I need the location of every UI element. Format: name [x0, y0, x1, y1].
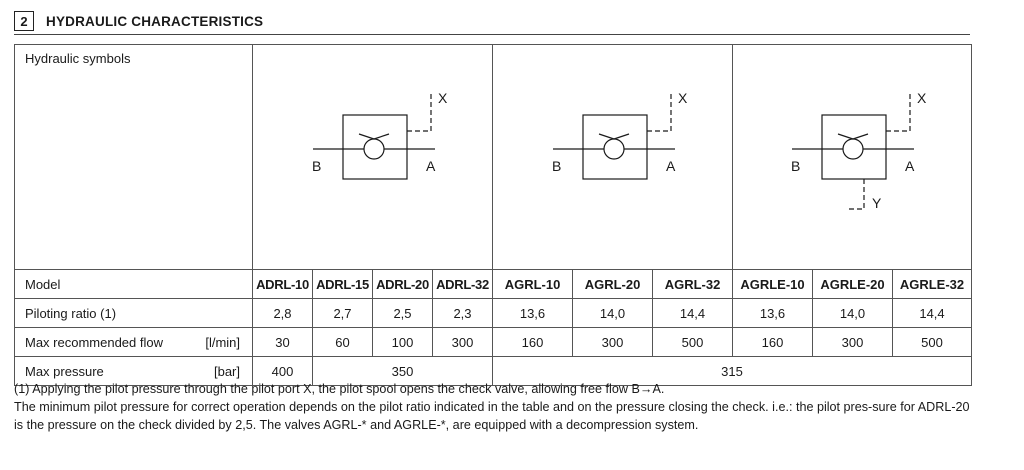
symbols-row: Hydraulic symbols X B A [14, 44, 972, 270]
model-label: Model [14, 269, 253, 299]
agrl-symbol-cell: X B A [492, 44, 733, 270]
port-b-label: B [791, 158, 800, 174]
adrl-hydraulic-symbol: X B A [312, 90, 448, 180]
port-x-label: X [678, 90, 688, 106]
model-cell: AGRLE-20 [812, 269, 893, 299]
port-b-label: B [312, 158, 321, 174]
max-flow-cell: 160 [732, 327, 813, 357]
max-pressure-unit: [bar] [213, 363, 240, 379]
model-cell: AGRL-32 [652, 269, 733, 299]
max-flow-label: Max recommended flow [25, 334, 163, 350]
adrl-symbol-cell: X B A [252, 44, 493, 270]
section-header: 2 HYDRAULIC CHARACTERISTICS [14, 10, 263, 32]
agrle-hydraulic-symbol: X Y B A [791, 90, 927, 211]
section-number: 2 [14, 11, 34, 31]
model-cell: AGRLE-10 [732, 269, 813, 299]
piloting-ratio-cell: 13,6 [732, 298, 813, 328]
max-flow-cell: 30 [252, 327, 313, 357]
header-rule [14, 34, 970, 35]
agrl-hydraulic-symbol: X B A [552, 90, 688, 180]
port-a-label: A [426, 158, 436, 174]
max-flow-cell: 60 [312, 327, 373, 357]
section-title: HYDRAULIC CHARACTERISTICS [46, 13, 264, 29]
max-flow-cell: 300 [572, 327, 653, 357]
max-pressure-cell: 315 [492, 356, 972, 386]
model-cell: ADRL-20 [372, 269, 433, 299]
port-a-label: A [666, 158, 676, 174]
port-a-label: A [905, 158, 915, 174]
max-flow-label-cell: Max recommended flow [l/min] [14, 327, 253, 357]
piloting-ratio-cell: 2,8 [252, 298, 313, 328]
max-pressure-cell: 350 [312, 356, 493, 386]
max-flow-cell: 300 [432, 327, 493, 357]
footnotes: (1) Applying the pilot pressure through … [14, 380, 974, 434]
model-cell: AGRL-10 [492, 269, 573, 299]
port-b-label: B [552, 158, 561, 174]
max-pressure-row: Max pressure [bar] 400 350 315 [14, 356, 972, 386]
model-cell: ADRL-15 [312, 269, 373, 299]
piloting-ratio-row: Piloting ratio (1) 2,8 2,7 2,5 2,3 13,6 … [14, 298, 972, 328]
footnote-1: (1) Applying the pilot pressure through … [14, 382, 665, 396]
piloting-ratio-cell: 2,5 [372, 298, 433, 328]
piloting-ratio-cell: 13,6 [492, 298, 573, 328]
model-cell: ADRL-32 [432, 269, 493, 299]
max-flow-cell: 300 [812, 327, 893, 357]
piloting-ratio-cell: 14,4 [892, 298, 972, 328]
piloting-ratio-cell: 2,3 [432, 298, 493, 328]
max-flow-unit: [l/min] [205, 334, 240, 350]
max-flow-cell: 500 [892, 327, 972, 357]
port-y-label: Y [872, 195, 882, 211]
max-flow-cell: 160 [492, 327, 573, 357]
model-cell: ADRL-10 [252, 269, 313, 299]
max-pressure-cell: 400 [252, 356, 313, 386]
max-pressure-label: Max pressure [25, 363, 104, 379]
agrle-symbol-cell: X Y B A [732, 44, 972, 270]
hydraulic-characteristics-table: Hydraulic symbols X B A [14, 44, 972, 386]
piloting-ratio-cell: 14,4 [652, 298, 733, 328]
piloting-ratio-cell: 2,7 [312, 298, 373, 328]
piloting-ratio-cell: 14,0 [572, 298, 653, 328]
footnote-2: The minimum pilot pressure for correct o… [14, 400, 970, 432]
max-flow-row: Max recommended flow [l/min] 30 60 100 3… [14, 327, 972, 357]
port-x-label: X [917, 90, 927, 106]
model-cell: AGRLE-32 [892, 269, 972, 299]
piloting-ratio-label: Piloting ratio (1) [14, 298, 253, 328]
port-x-label: X [438, 90, 448, 106]
model-cell: AGRL-20 [572, 269, 653, 299]
max-flow-cell: 100 [372, 327, 433, 357]
max-pressure-label-cell: Max pressure [bar] [14, 356, 253, 386]
model-row: Model ADRL-10 ADRL-15 ADRL-20 ADRL-32 AG… [14, 269, 972, 299]
symbols-label: Hydraulic symbols [14, 44, 253, 270]
max-flow-cell: 500 [652, 327, 733, 357]
piloting-ratio-cell: 14,0 [812, 298, 893, 328]
